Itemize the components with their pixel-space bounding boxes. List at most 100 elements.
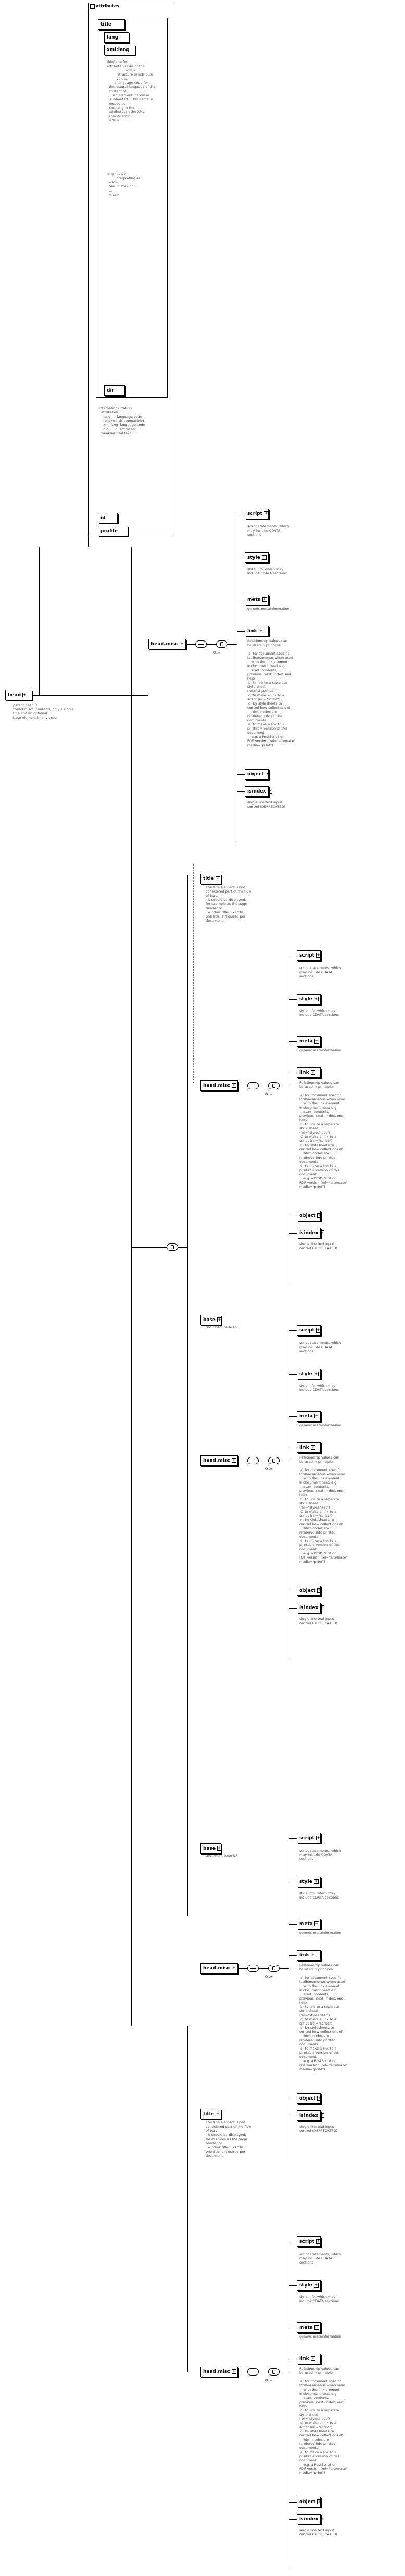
- expand-icon[interactable]: +: [315, 1328, 321, 1333]
- g4-isindex-element[interactable]: isindex+: [297, 2110, 325, 2121]
- g4-style-element[interactable]: style+: [297, 1877, 321, 1887]
- g1-misc-link: [186, 644, 195, 645]
- expand-icon[interactable]: +: [179, 642, 184, 646]
- expand-icon[interactable]: +: [315, 953, 321, 958]
- expand-icon[interactable]: +: [263, 511, 269, 516]
- multiplicity-label: 0..∞: [265, 1975, 273, 1979]
- expand-icon[interactable]: +: [261, 555, 267, 560]
- alt2-base-element[interactable]: base+: [200, 1315, 222, 1325]
- expand-icon[interactable]: +: [217, 1317, 222, 1322]
- g1-meta-element[interactable]: meta+: [245, 595, 269, 605]
- g2-isindex-description: single line text input control (DEPRECAT…: [299, 1242, 337, 1250]
- alt1-title-element[interactable]: title+: [200, 874, 221, 884]
- g5-script-element[interactable]: script+: [297, 2236, 321, 2247]
- expand-icon[interactable]: +: [320, 1605, 325, 1610]
- alt3-title-element[interactable]: title+: [200, 2109, 221, 2119]
- g4-meta-element[interactable]: meta+: [297, 1919, 321, 1929]
- expand-icon[interactable]: +: [320, 2113, 325, 2118]
- g1-style-element[interactable]: style+: [245, 552, 269, 563]
- g2-isindex-element[interactable]: isindex+: [297, 1228, 325, 1238]
- g2-object-element[interactable]: object+: [297, 1211, 322, 1221]
- expand-icon[interactable]: +: [317, 1588, 322, 1593]
- expand-icon[interactable]: +: [217, 1846, 222, 1851]
- g4-head-misc[interactable]: head.misc+: [200, 1963, 238, 1974]
- alt2-base-description: document base URI: [206, 1325, 239, 1329]
- g4-link-element[interactable]: link+: [297, 1950, 321, 1961]
- attr-dir: dir: [104, 385, 125, 396]
- expand-icon[interactable]: +: [231, 1458, 236, 1463]
- g1-script-element[interactable]: script+: [245, 509, 269, 519]
- g2-meta-element[interactable]: meta+: [297, 1036, 321, 1047]
- expand-icon[interactable]: +: [310, 1070, 315, 1075]
- g5-meta-element[interactable]: meta+: [297, 2322, 321, 2333]
- title-attr-frame: [96, 18, 168, 398]
- g4-choice-compositor: [268, 1965, 280, 1972]
- g5-head-misc[interactable]: head.misc+: [200, 2367, 238, 2377]
- expand-icon[interactable]: +: [320, 2517, 325, 2521]
- expand-icon[interactable]: +: [315, 2239, 321, 2244]
- g3-style-element[interactable]: style+: [297, 1369, 321, 1379]
- g4-script-element[interactable]: script+: [297, 1833, 321, 1843]
- expand-icon[interactable]: +: [231, 1083, 236, 1088]
- expand-icon[interactable]: +: [314, 2325, 319, 2330]
- expand-icon[interactable]: +: [310, 2356, 315, 2361]
- g3-style-description: style info, which may include CDATA sect…: [299, 1384, 339, 1392]
- g3-meta-element[interactable]: meta+: [297, 1411, 321, 1422]
- main-choice-link: [178, 1247, 187, 1248]
- g5-style-element[interactable]: style+: [297, 2280, 321, 2291]
- attributes-header: attributes: [96, 4, 120, 8]
- expand-icon[interactable]: +: [317, 1213, 322, 1218]
- g1-head-misc[interactable]: head.misc+: [148, 639, 186, 649]
- expand-icon[interactable]: +: [262, 597, 267, 602]
- g3-head-misc[interactable]: head.misc+: [200, 1455, 238, 1466]
- g1-choice-link: [227, 644, 237, 645]
- expand-icon[interactable]: +: [314, 1921, 319, 1926]
- expand-icon[interactable]: +: [320, 1230, 325, 1235]
- expand-icon[interactable]: +: [313, 1879, 319, 1884]
- g5-link-element[interactable]: link+: [297, 2354, 321, 2364]
- g1-link-element[interactable]: link+: [245, 626, 269, 636]
- expand-icon[interactable]: +: [313, 1372, 319, 1376]
- expand-icon[interactable]: +: [258, 629, 263, 633]
- g5-isindex-element[interactable]: isindex+: [297, 2514, 325, 2524]
- g2-style-element[interactable]: style+: [297, 994, 321, 1004]
- expand-icon[interactable]: +: [265, 772, 270, 776]
- expand-icon[interactable]: +: [22, 693, 28, 697]
- expand-icon[interactable]: +: [268, 789, 273, 794]
- main-choice-compositor: [167, 1243, 178, 1251]
- g3-object-element[interactable]: object+: [297, 1586, 322, 1596]
- expand-icon[interactable]: +: [310, 1445, 315, 1450]
- expand-icon[interactable]: +: [313, 997, 319, 1001]
- multiplicity-label: 0..∞: [213, 650, 221, 655]
- expand-icon[interactable]: +: [317, 2499, 322, 2504]
- g3-script-element[interactable]: script+: [297, 1325, 321, 1336]
- g5-script-description: script statements, which may include CDA…: [299, 2252, 341, 2265]
- g1-isindex-description: single line text input control (DEPRECAT…: [247, 800, 285, 809]
- g5-object-element[interactable]: object+: [297, 2497, 322, 2507]
- g3-isindex-element[interactable]: isindex+: [297, 1603, 325, 1613]
- expand-icon[interactable]: +: [231, 2369, 236, 2374]
- g4-object-element[interactable]: object+: [297, 2093, 322, 2104]
- expand-icon[interactable]: +: [231, 1966, 236, 1970]
- expand-icon[interactable]: +: [310, 1953, 315, 1957]
- g2-link-element[interactable]: link+: [297, 1067, 321, 1078]
- g5-isindex-link: [289, 2519, 297, 2520]
- expand-icon[interactable]: +: [215, 2112, 220, 2116]
- expand-icon[interactable]: +: [313, 2283, 319, 2288]
- dir-attr-description: internationalization attributes lang lan…: [99, 406, 145, 435]
- expand-icon[interactable]: +: [314, 1039, 319, 1044]
- g4-isindex-description: single line text input control (DEPRECAT…: [299, 2125, 337, 2133]
- expand-icon[interactable]: +: [314, 1414, 319, 1418]
- g1-object-element[interactable]: object+: [245, 769, 270, 780]
- g2-script-element[interactable]: script+: [297, 950, 321, 961]
- alt3-base-element[interactable]: base+: [200, 1843, 222, 1854]
- g2-head-misc[interactable]: head.misc+: [200, 1080, 238, 1091]
- head-element[interactable]: head+: [5, 690, 32, 700]
- expand-icon[interactable]: +: [215, 876, 220, 881]
- expand-icon[interactable]: +: [315, 1836, 321, 1840]
- expand-icon[interactable]: +: [317, 2096, 322, 2101]
- g3-link-element[interactable]: link+: [297, 1442, 321, 1453]
- multiplicity-label: 0..∞: [265, 1092, 273, 1096]
- g1-isindex-element[interactable]: isindex+: [245, 786, 273, 797]
